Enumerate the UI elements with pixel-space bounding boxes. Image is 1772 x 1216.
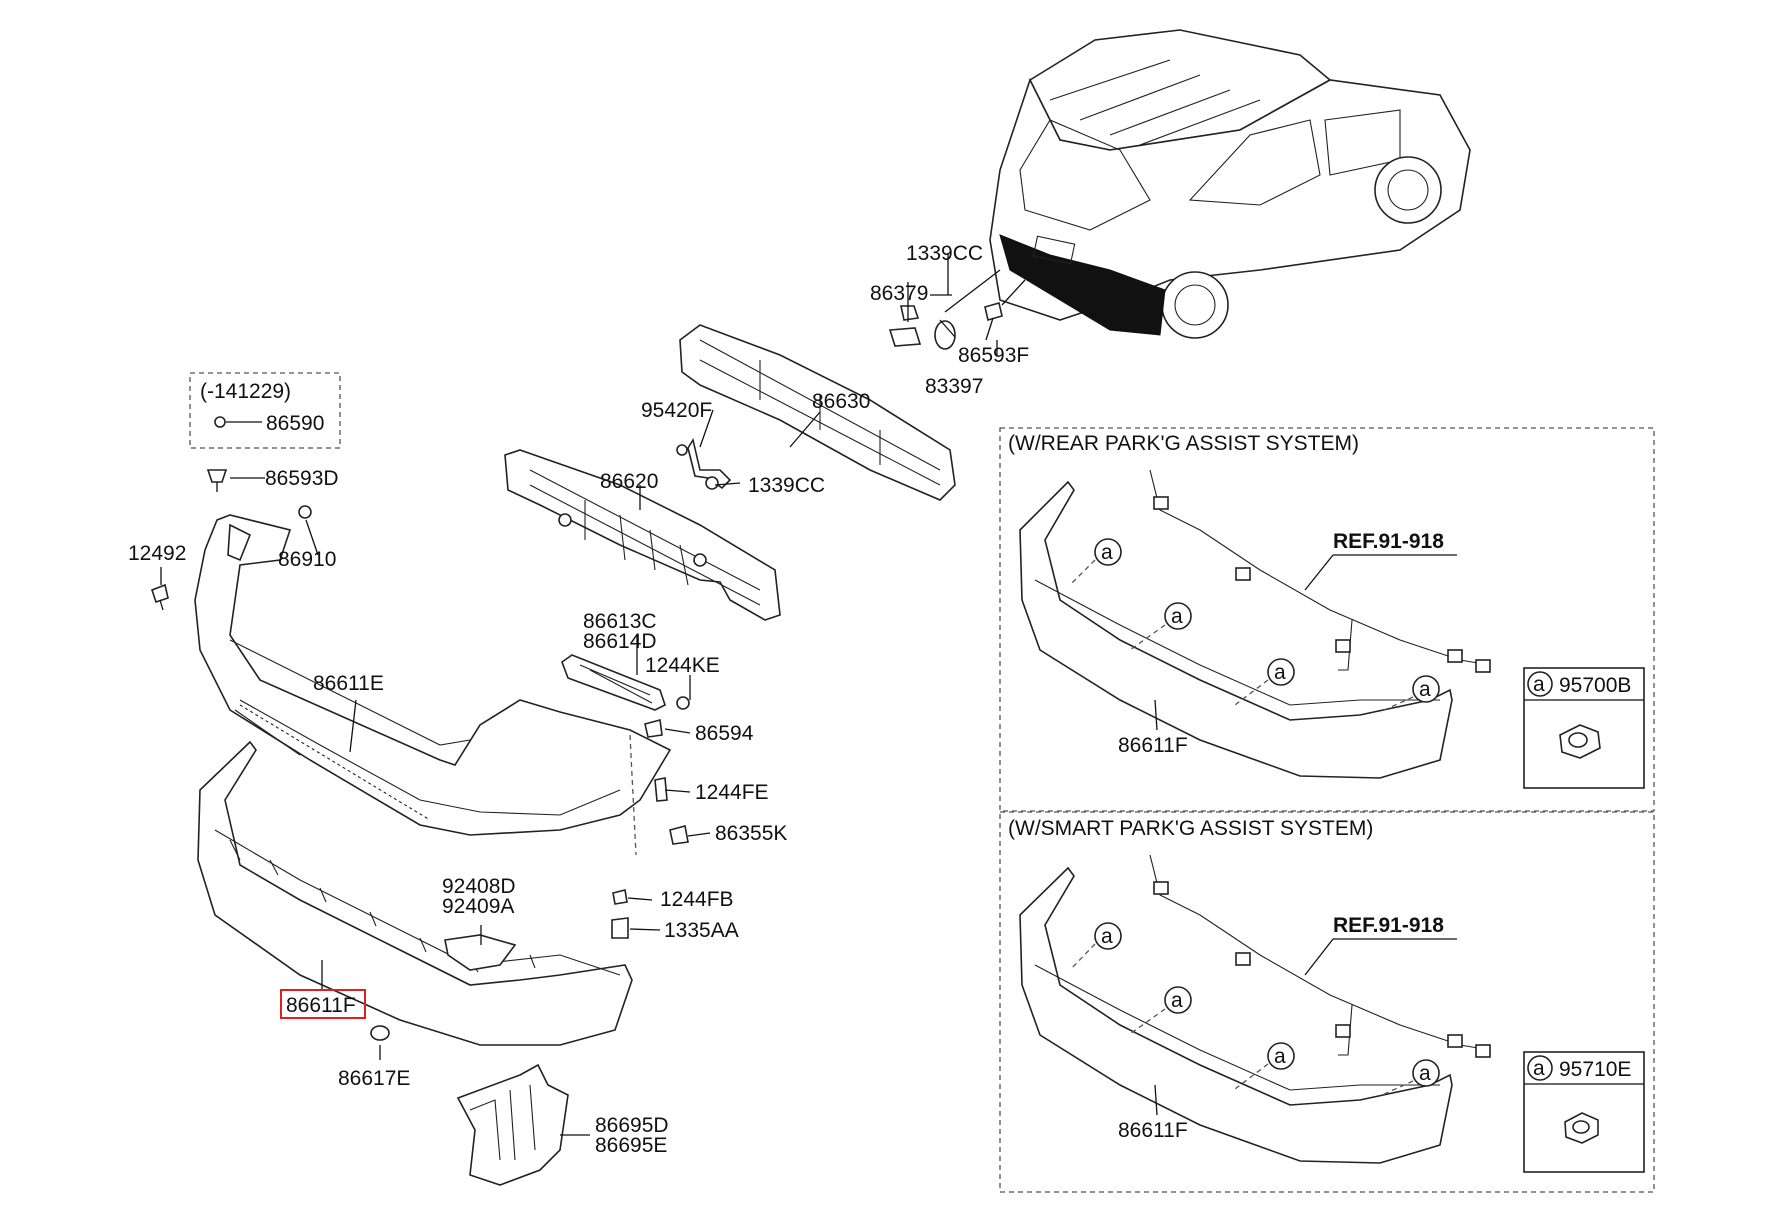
callout-86613c[interactable]: 86613C: [583, 610, 657, 633]
callout-92408d[interactable]: 92408D: [442, 875, 516, 898]
upper-bumper-86611e: [194, 514, 672, 836]
callout-86695d[interactable]: 86695D: [595, 1114, 669, 1137]
marker-a: a: [1171, 605, 1183, 628]
callout-86910[interactable]: 86910: [278, 548, 336, 571]
leader-lines: [160, 253, 998, 1136]
panel-smart-bumper-label[interactable]: 86611F: [1118, 1119, 1188, 1142]
fastener-group-top: [888, 269, 1026, 350]
marker-a: a: [1419, 678, 1431, 701]
parking-sensor-icon: [1559, 724, 1601, 759]
small-fasteners-middle: [370, 696, 690, 1041]
panel-smart-title: (W/SMART PARK'G ASSIST SYSTEM): [1008, 817, 1373, 840]
callout-86620[interactable]: 86620: [600, 470, 658, 493]
dated-part-86590[interactable]: 86590: [266, 412, 324, 435]
panel-rear-ref[interactable]: REF.91-918: [1333, 530, 1444, 553]
panel-rear-markers: a a a a: [1069, 538, 1440, 713]
panel-smart-parking-assist: (W/SMART PARK'G ASSIST SYSTEM) REF.91-91…: [999, 811, 1655, 1193]
callout-86593d[interactable]: 86593D: [265, 467, 339, 490]
marker-a: a: [1101, 541, 1113, 564]
callout-86355k[interactable]: 86355K: [715, 822, 787, 845]
callout-1339cc-top[interactable]: 1339CC: [906, 242, 983, 265]
dated-range: (-141229): [200, 380, 291, 403]
marker-a: a: [1171, 989, 1183, 1012]
vehicle-illustration: [989, 29, 1471, 339]
callout-86594[interactable]: 86594: [695, 722, 754, 745]
callout-86611f-highlighted[interactable]: 86611F: [286, 994, 356, 1017]
panel-smart-markers: a a a a: [1069, 922, 1440, 1097]
panel-rear-bumper-label[interactable]: 86611F: [1118, 734, 1188, 757]
panel-smart-ref[interactable]: REF.91-918: [1333, 914, 1444, 937]
callout-1339cc-mid[interactable]: 1339CC: [748, 474, 825, 497]
absorber-86620: [504, 449, 781, 621]
callout-labels: 1339CC 86379 86593F 83397 95420F 86630 1…: [128, 242, 1029, 1157]
lower-bumper-86611f: [197, 740, 633, 1046]
sensor-part-95710e[interactable]: 95710E: [1559, 1058, 1631, 1081]
marker-a: a: [1101, 925, 1113, 948]
callout-1244ke[interactable]: 1244KE: [645, 654, 720, 677]
panel-rear-parking-assist: (W/REAR PARK'G ASSIST SYSTEM) REF.91-918…: [999, 427, 1655, 812]
callout-1244fe[interactable]: 1244FE: [695, 781, 769, 804]
callout-86379[interactable]: 86379: [870, 282, 928, 305]
smart-parking-sensor-icon: [1564, 1112, 1599, 1144]
sensor-marker-a: a: [1533, 673, 1545, 696]
callout-92409a[interactable]: 92409A: [442, 895, 514, 918]
callout-1244fb[interactable]: 1244FB: [660, 888, 734, 911]
marker-a: a: [1274, 1045, 1286, 1068]
callout-86695e[interactable]: 86695E: [595, 1134, 667, 1157]
left-fasteners: [150, 469, 312, 611]
marker-a: a: [1274, 661, 1286, 684]
panel-rear-title: (W/REAR PARK'G ASSIST SYSTEM): [1008, 432, 1359, 455]
callout-83397[interactable]: 83397: [925, 375, 983, 398]
bracket-86613c: [561, 654, 666, 711]
dated-note-box: (-141229) 86590: [189, 372, 341, 449]
marker-a: a: [1419, 1062, 1431, 1085]
callout-1335aa[interactable]: 1335AA: [664, 919, 739, 942]
under-cover-86695d: [456, 1063, 569, 1186]
highlight-box: [280, 989, 366, 1019]
callout-95420f[interactable]: 95420F: [641, 399, 712, 422]
callout-86611e[interactable]: 86611E: [313, 672, 384, 695]
callout-86614d[interactable]: 86614D: [583, 630, 657, 653]
sensor-part-95700b[interactable]: 95700B: [1559, 674, 1631, 697]
callout-86593f[interactable]: 86593F: [958, 344, 1029, 367]
beam-86630: [679, 324, 956, 501]
callout-86630[interactable]: 86630: [812, 390, 870, 413]
callout-86617e[interactable]: 86617E: [338, 1067, 410, 1090]
sensor-marker-a: a: [1533, 1057, 1545, 1080]
bracket-95420f: [676, 437, 732, 490]
callout-12492[interactable]: 12492: [128, 542, 186, 565]
